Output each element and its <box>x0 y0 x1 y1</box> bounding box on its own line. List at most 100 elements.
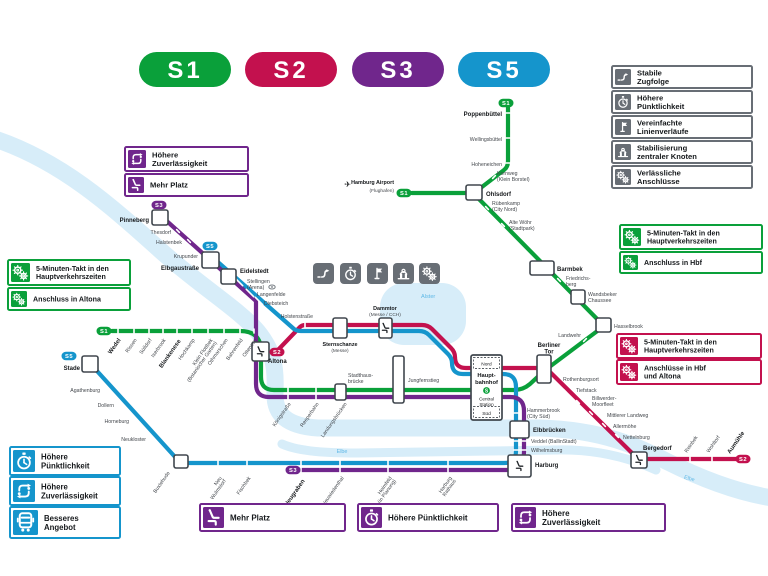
gears-icon <box>624 256 637 269</box>
svg-text:S2: S2 <box>273 350 281 356</box>
station-label: Rissen <box>125 338 139 355</box>
callout-item: Anschluss in Hbf <box>619 251 763 274</box>
station-label: Stadthaus-brücke <box>348 373 373 385</box>
station-box-dammtor <box>378 317 393 339</box>
station-box-ohlsdorf <box>465 184 483 201</box>
node-icon <box>397 268 410 280</box>
station-label: Rübenkamp(City Nord) <box>492 201 520 213</box>
svg-text:Stabilisierung: Stabilisierung <box>637 143 688 152</box>
svg-text:Hauptverkehrszeiten: Hauptverkehrszeiten <box>36 273 106 281</box>
svg-text:Haupt-: Haupt- <box>477 373 495 379</box>
line-badge-s1: S1 <box>96 326 112 336</box>
callout-benefit-mehr-platz-bottom: Mehr Platz <box>199 503 346 532</box>
station-label: Agathenburg <box>70 388 100 394</box>
svg-text:Nord: Nord <box>481 362 492 368</box>
svg-text:Station: Station <box>479 402 494 407</box>
legend-badge-s3: S3 <box>352 52 444 87</box>
station-label: Stellingen(Arena) <box>247 279 270 291</box>
station-label: NeuWulmstorf <box>205 475 228 501</box>
station-label: Elbe <box>337 449 348 455</box>
svg-text:zentraler Knoten: zentraler Knoten <box>637 152 697 161</box>
svg-text:S5: S5 <box>206 244 214 250</box>
svg-text:Zugfolge: Zugfolge <box>637 77 669 86</box>
station-label: Eidelstedt <box>240 269 269 275</box>
gears-icon <box>621 338 637 354</box>
station-box-barmbek <box>529 260 555 276</box>
line-s5 <box>94 253 519 466</box>
callout-benefits-blue-bottomleft: HöherePünktlichkeitHöhereZuverlässigkeit… <box>9 446 121 539</box>
svg-text:Höhere: Höhere <box>542 509 570 518</box>
gears-icon <box>621 364 637 380</box>
svg-text:5-Minuten-Takt in den: 5-Minuten-Takt in den <box>36 265 109 273</box>
station-label: (Messe) <box>331 348 349 354</box>
station-label: Langenfelde <box>257 292 286 298</box>
station-label: Tiefstack <box>576 388 597 394</box>
svg-text:S1: S1 <box>400 191 408 197</box>
signpost-icon <box>620 122 628 132</box>
callout-benefits-green-left: 5-Minuten-Takt in denHauptverkehrszeiten… <box>7 259 131 311</box>
station-box-altona <box>251 341 270 362</box>
svg-text:5-Minuten-Takt in den: 5-Minuten-Takt in den <box>647 229 720 237</box>
svg-text:Höhere: Höhere <box>152 150 178 159</box>
station-box-elbgaustrasse <box>201 251 220 269</box>
svg-text:Zuverlässigkeit: Zuverlässigkeit <box>41 491 98 500</box>
svg-text:S3: S3 <box>380 57 415 84</box>
callout-item: Mehr Platz <box>124 173 249 197</box>
svg-text:Pünktlichkeit: Pünktlichkeit <box>637 102 685 111</box>
merge-icon <box>317 269 330 278</box>
seat-icon <box>256 346 265 357</box>
station-label: Sternschanze <box>322 342 357 348</box>
svg-text:Anschluss in Altona: Anschluss in Altona <box>33 296 101 304</box>
callout-item: Anschluss in Altona <box>7 287 131 311</box>
station-label: Dammtor <box>373 306 398 312</box>
station-label: Nettelnburg <box>623 435 650 441</box>
svg-text:S5: S5 <box>486 57 521 84</box>
station-box-jungfernstieg <box>392 355 405 404</box>
svg-text:Vereinfachte: Vereinfachte <box>637 118 682 127</box>
merge-icon <box>617 73 629 81</box>
callout-benefits-green-right: 5-Minuten-Takt in denHauptverkehrszeiten… <box>619 224 763 274</box>
station-box-harburg <box>507 454 532 478</box>
line-badge-s1: S1 <box>498 98 514 108</box>
svg-text:Besseres: Besseres <box>44 514 79 523</box>
station-label: Reinbek <box>684 435 700 454</box>
seat-icon <box>515 460 524 472</box>
svg-text:Hauptverkehrszeiten: Hauptverkehrszeiten <box>647 238 717 246</box>
station-box-sternschanze <box>332 317 348 339</box>
svg-text:Mehr Platz: Mehr Platz <box>150 181 188 190</box>
callout-benefits-gray-column: StabileZugfolgeHöherePünktlichkeitVerein… <box>611 65 753 189</box>
station-box-hasselbrook <box>595 317 612 333</box>
station-label: Halstenbek <box>156 240 182 246</box>
station-label: HarburgRathaus <box>438 475 458 497</box>
station-label: Kornweg(Klein Borstel) <box>497 171 530 183</box>
station-label: Elbbrücken <box>533 428 566 434</box>
svg-text:Pünktlichkeit: Pünktlichkeit <box>41 461 90 470</box>
station-box-stade <box>81 355 99 373</box>
line-s1-poppenbuettel <box>475 101 511 193</box>
station-label: Wellingsbüttel <box>470 137 502 143</box>
station-label: Friedrichs-berg <box>566 276 591 288</box>
svg-text:Hauptverkehrszeiten: Hauptverkehrszeiten <box>644 347 714 355</box>
station-label: Poppenbüttel <box>464 112 503 118</box>
line-badge-s3: S3 <box>151 200 167 210</box>
line-badge-s2: S2 <box>735 454 751 464</box>
station-box-stadthausbruecke <box>334 383 347 401</box>
station-label: Veddel (BallinStadt) <box>531 439 577 445</box>
svg-text:bahnhof: bahnhof <box>475 380 498 386</box>
route-icon <box>518 510 533 525</box>
station-label: Wilhelmsburg <box>531 448 563 454</box>
clock-icon <box>365 509 379 526</box>
station-box-eidelstedt <box>220 268 237 285</box>
clock-icon <box>618 96 629 108</box>
station-label: Dollern <box>98 403 115 409</box>
svg-text:S2: S2 <box>273 57 308 84</box>
